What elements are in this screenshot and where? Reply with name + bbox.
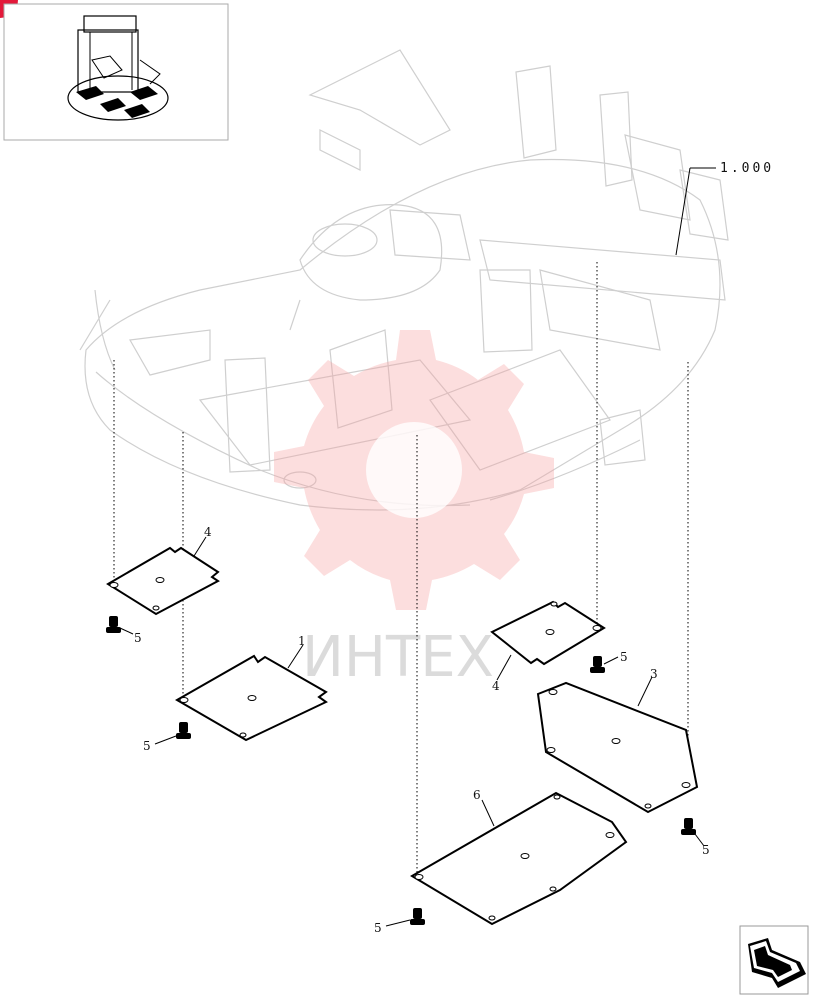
callout-4-right: 4 (492, 679, 500, 693)
bolt-icon[interactable] (176, 722, 191, 739)
callout-5-e: 5 (374, 921, 382, 935)
callout-4-left: 4 (204, 525, 212, 539)
bolt-icon[interactable] (590, 656, 605, 673)
upper-frame-ghost (79, 49, 729, 511)
bolt-icon[interactable] (410, 908, 425, 925)
callout-3: 3 (650, 667, 658, 681)
plate-4-left[interactable] (106, 546, 220, 616)
watermark-gear-hole (366, 422, 462, 518)
plate-1[interactable] (174, 654, 328, 742)
bolt-icon[interactable] (106, 616, 121, 633)
callout-5-d: 5 (702, 843, 710, 857)
plate-4-right[interactable] (490, 600, 606, 666)
callout-5-b: 5 (143, 739, 151, 753)
callout-1: 1 (298, 634, 306, 648)
excavator-thumbnail-icon[interactable] (3, 3, 229, 141)
callout-assembly: 1.000 (720, 161, 774, 176)
leader-lines (119, 167, 716, 927)
callout-5-c: 5 (620, 650, 628, 664)
plate-3[interactable] (536, 681, 699, 814)
navigation-arrow-icon[interactable] (739, 925, 809, 995)
callout-5-a: 5 (134, 631, 142, 645)
watermark-text: ИНТЕХ (302, 625, 494, 690)
assembly-lines (113, 262, 689, 876)
callout-6: 6 (473, 788, 481, 802)
plate-6[interactable] (410, 791, 628, 926)
